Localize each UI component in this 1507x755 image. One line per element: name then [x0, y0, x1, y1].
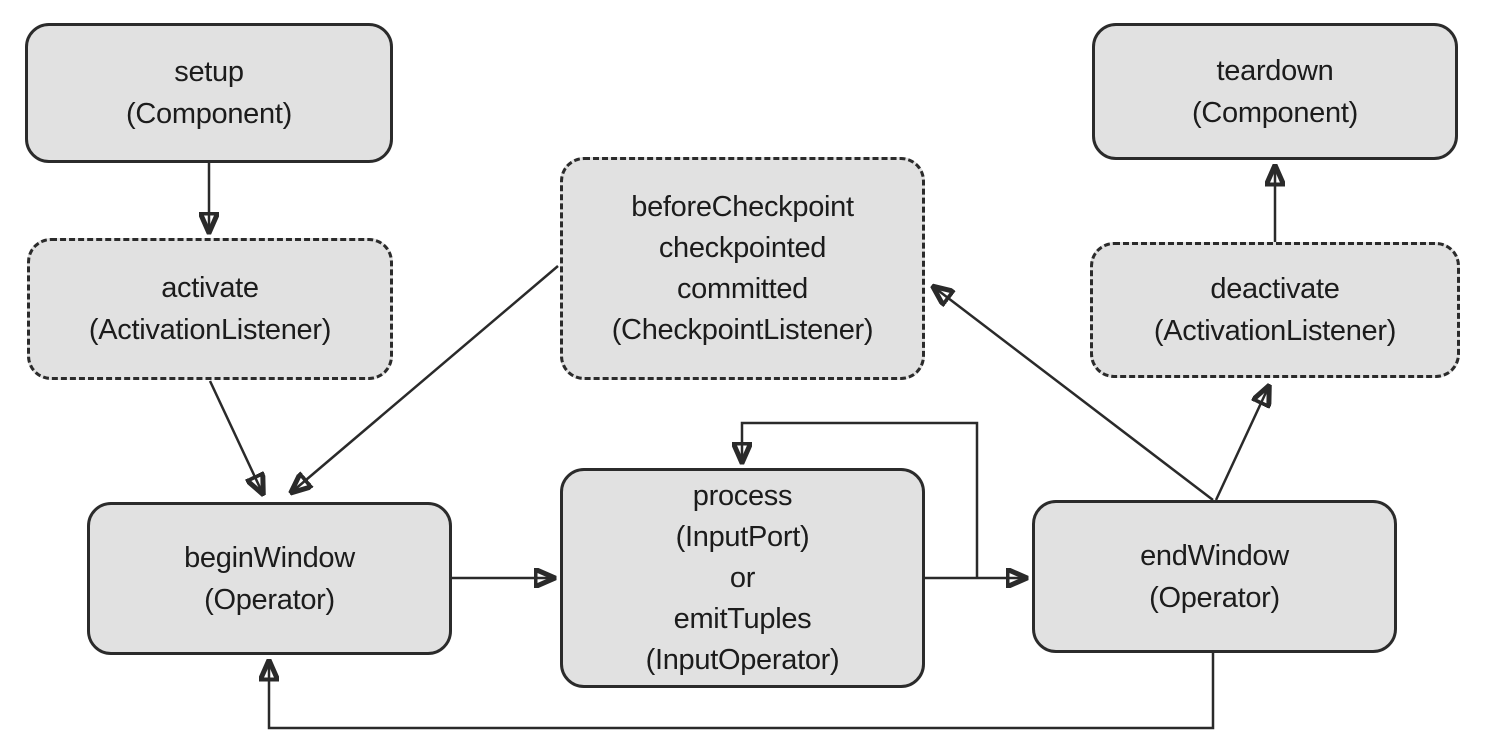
connector-end-window-to-deactivate — [1214, 388, 1268, 501]
node-deactivate: deactivate (ActivationListener) — [1090, 242, 1460, 378]
node-teardown: teardown (Component) — [1092, 23, 1458, 160]
node-teardown-label: teardown (Component) — [1192, 54, 1358, 129]
node-end-window-label: endWindow (Operator) — [1140, 539, 1289, 614]
node-setup: setup (Component) — [25, 23, 393, 163]
node-process-label: process (InputPort) or emitTuples (Input… — [645, 479, 840, 676]
node-end-window: endWindow (Operator) — [1032, 500, 1397, 653]
node-begin-window-label: beginWindow (Operator) — [184, 541, 355, 616]
connector-end-window-to-checkpoint — [935, 288, 1214, 501]
connector-process-self-loop — [742, 421, 979, 578]
connector-end-window-loop-to-begin-window — [269, 653, 1215, 730]
node-checkpoint: beforeCheckpoint checkpointed committed … — [560, 157, 925, 380]
connector-checkpoint-to-begin-window — [293, 265, 559, 491]
node-begin-window: beginWindow (Operator) — [87, 502, 452, 655]
node-process: process (InputPort) or emitTuples (Input… — [560, 468, 925, 688]
node-deactivate-label: deactivate (ActivationListener) — [1153, 273, 1397, 347]
node-activate: activate (ActivationListener) — [27, 238, 393, 380]
connector-activate-to-begin-window — [208, 380, 262, 492]
node-setup-label: setup (Component) — [126, 56, 292, 130]
node-activate-label: activate (ActivationListener) — [88, 272, 332, 346]
node-checkpoint-label: beforeCheckpoint checkpointed committed … — [611, 190, 874, 346]
